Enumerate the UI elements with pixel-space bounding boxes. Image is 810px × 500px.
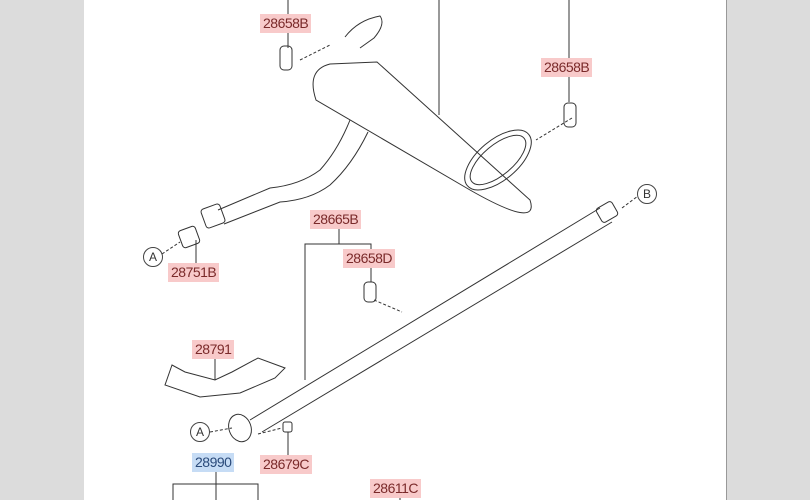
hanger-rod bbox=[535, 117, 573, 141]
ref-line bbox=[257, 427, 283, 435]
part-label-28751B[interactable]: 28751B bbox=[168, 263, 220, 282]
muffler-hanger-pipe bbox=[344, 15, 383, 49]
rubber-hanger bbox=[363, 281, 377, 303]
leader-bracket bbox=[304, 243, 372, 380]
front-pipe bbox=[249, 207, 613, 433]
reference-marker-b: B bbox=[637, 184, 657, 204]
center-pipe bbox=[217, 119, 369, 225]
muffler bbox=[312, 61, 532, 214]
part-label-28658B[interactable]: 28658B bbox=[260, 14, 312, 33]
rubber-hanger bbox=[279, 45, 293, 71]
pipe-flange bbox=[595, 201, 619, 223]
reference-marker-a: A bbox=[143, 247, 163, 267]
ref-line bbox=[161, 241, 181, 255]
reference-marker-a: A bbox=[190, 422, 210, 442]
part-label-28791[interactable]: 28791 bbox=[192, 340, 235, 359]
heat-protector bbox=[164, 357, 286, 398]
leader-bracket bbox=[172, 483, 259, 500]
muffler-end bbox=[464, 129, 532, 191]
ref-line bbox=[209, 427, 233, 433]
part-label-28658D[interactable]: 28658D bbox=[343, 249, 396, 268]
part-label-28679C[interactable]: 28679C bbox=[260, 455, 313, 474]
rubber-hanger bbox=[563, 102, 577, 128]
hanger-rod bbox=[373, 299, 403, 313]
ref-line bbox=[621, 195, 639, 209]
hanger-rod bbox=[299, 44, 331, 61]
part-label-28990[interactable]: 28990 bbox=[192, 453, 235, 472]
pipe-flange bbox=[228, 413, 252, 443]
muffler-tailpipe bbox=[469, 134, 527, 186]
nut bbox=[282, 421, 293, 433]
part-label-28611C[interactable]: 28611C bbox=[370, 479, 422, 498]
part-label-28665B[interactable]: 28665B bbox=[310, 210, 362, 229]
part-label-28658B[interactable]: 28658B bbox=[541, 58, 593, 77]
pipe-flange bbox=[200, 203, 226, 229]
gasket bbox=[177, 225, 201, 249]
diagram-sheet bbox=[84, 0, 727, 500]
